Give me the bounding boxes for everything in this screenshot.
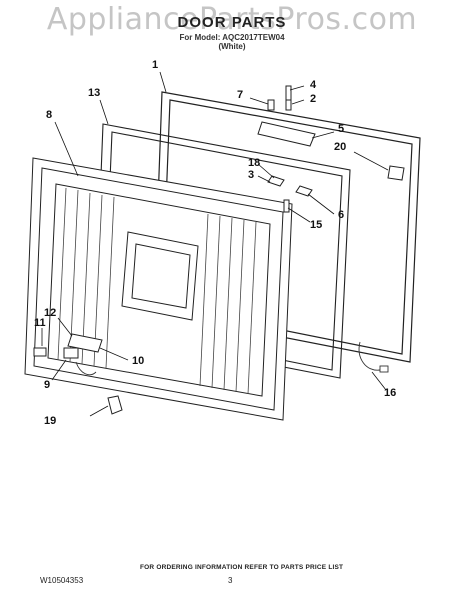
liner-ribs bbox=[57, 187, 257, 395]
callout-12: 12 bbox=[44, 307, 57, 319]
hinge-assembly bbox=[257, 85, 316, 213]
callout-10: 10 bbox=[132, 355, 145, 367]
page-number: 3 bbox=[228, 576, 233, 585]
watermark: AppliancePartsPros.com bbox=[46, 2, 418, 37]
wire-harness bbox=[75, 341, 389, 376]
callout-3: 3 bbox=[248, 169, 255, 181]
ordering-note: FOR ORDERING INFORMATION REFER TO PARTS … bbox=[140, 564, 344, 571]
callout-20: 20 bbox=[334, 141, 347, 153]
label-plate bbox=[387, 165, 405, 181]
callout-13: 13 bbox=[88, 87, 101, 99]
callout-19: 19 bbox=[44, 415, 57, 427]
model-line: For Model: AQC2017TEW04 bbox=[179, 33, 285, 42]
callout-5: 5 bbox=[338, 123, 345, 135]
document-number: W10504353 bbox=[40, 576, 84, 585]
callout-9: 9 bbox=[44, 379, 51, 391]
light-parts bbox=[33, 333, 123, 415]
callout-1: 1 bbox=[152, 59, 159, 71]
page-title: DOOR PARTS bbox=[177, 14, 287, 31]
callout-6: 6 bbox=[338, 209, 345, 221]
leader-lines bbox=[41, 71, 389, 417]
callout-11: 11 bbox=[34, 317, 46, 329]
callout-18: 18 bbox=[248, 157, 261, 169]
callout-8: 8 bbox=[46, 109, 53, 121]
callout-16: 16 bbox=[384, 387, 397, 399]
callout-4: 4 bbox=[310, 79, 317, 91]
callout-15: 15 bbox=[310, 219, 323, 231]
color-line: (White) bbox=[218, 42, 246, 51]
callout-2: 2 bbox=[310, 93, 317, 105]
door-liner bbox=[24, 157, 293, 421]
callout-7: 7 bbox=[237, 89, 244, 101]
